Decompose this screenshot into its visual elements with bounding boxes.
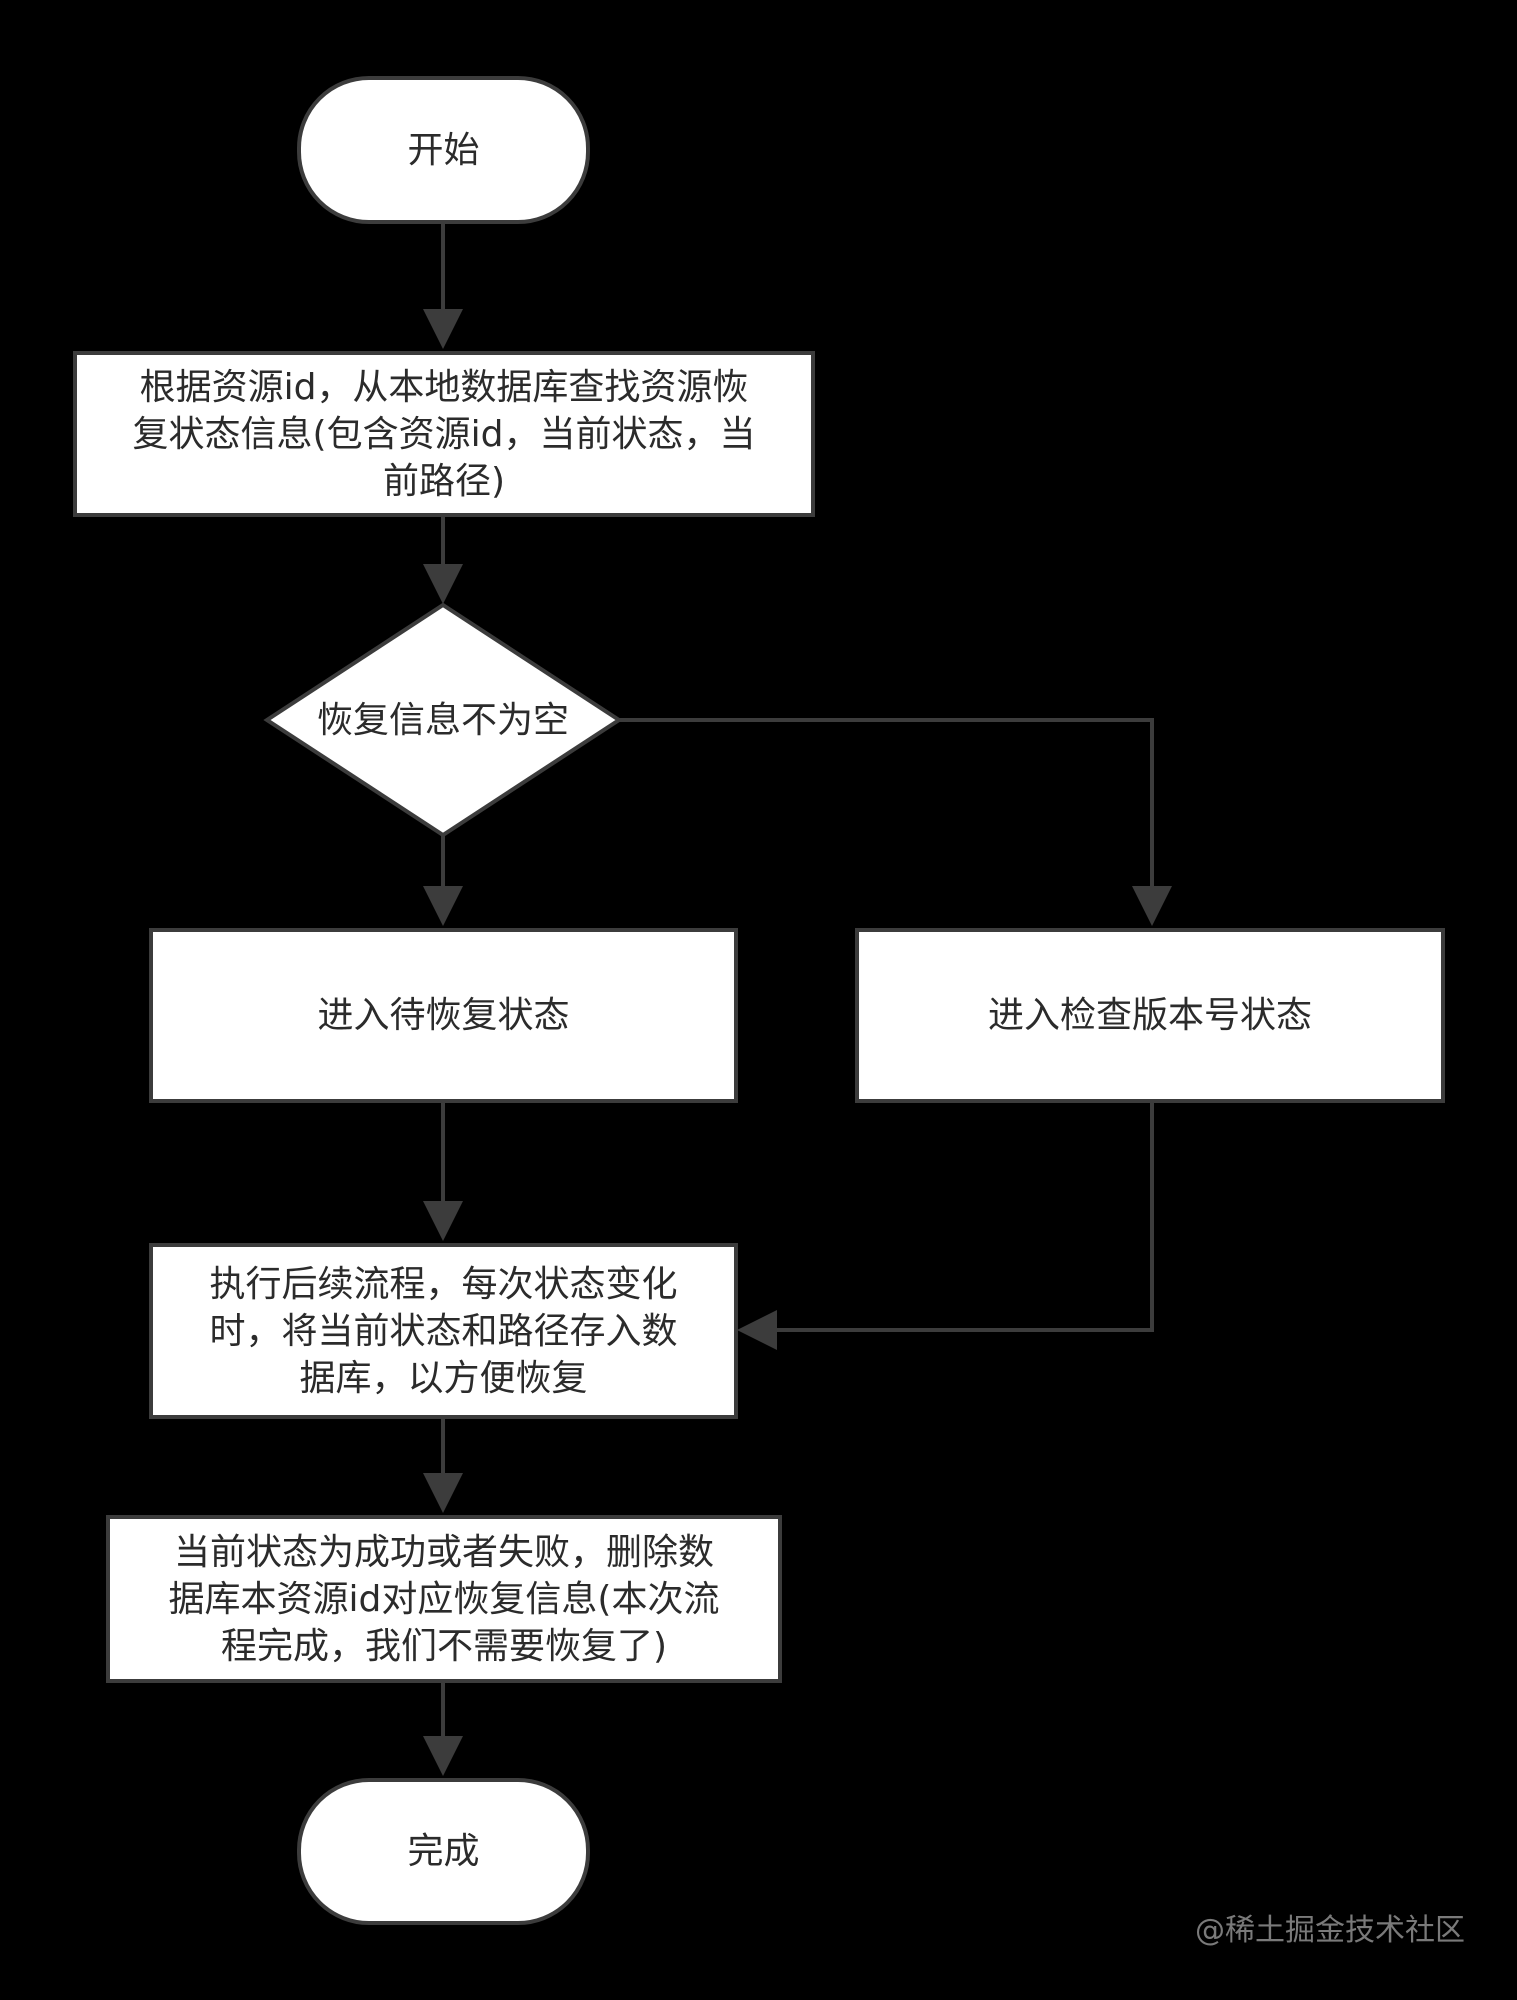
edge-check-version-to-execute: [737, 1103, 1154, 1350]
end-label: 完成: [407, 1831, 480, 1872]
end-node: 完成: [297, 1778, 590, 1925]
wait-restore-state-label: 进入待恢复状态: [317, 995, 570, 1036]
decision-label: 恢复信息不为空: [316, 699, 569, 741]
lookup-recovery-info-label: 根据资源id，从本地数据库查找资源恢 复状态信息(包含资源id，当前状态，当 前…: [132, 366, 756, 502]
cleanup-recovery-info-box: 当前状态为成功或者失败，删除数 据库本资源id对应恢复信息(本次流 程完成，我们…: [106, 1515, 782, 1683]
watermark: @稀土掘金技术社区: [1195, 1913, 1465, 1948]
edge-decision-to-check-version: [619, 718, 1172, 926]
recovery-info-not-empty-decision: 恢复信息不为空: [267, 690, 619, 750]
start-label: 开始: [407, 129, 480, 171]
start-node: 开始: [297, 76, 590, 224]
lookup-recovery-info-box: 根据资源id，从本地数据库查找资源恢 复状态信息(包含资源id，当前状态，当 前…: [73, 351, 815, 517]
cleanup-recovery-info-label: 当前状态为成功或者失败，删除数 据库本资源id对应恢复信息(本次流 程完成，我们…: [168, 1531, 720, 1667]
check-version-state-box: 进入检查版本号状态: [855, 928, 1445, 1103]
execute-flow-box: 执行后续流程，每次状态变化 时，将当前状态和路径存入数 据库，以方便恢复: [149, 1243, 738, 1419]
check-version-state-label: 进入检查版本号状态: [987, 995, 1312, 1036]
wait-restore-state-box: 进入待恢复状态: [149, 928, 738, 1103]
execute-flow-label: 执行后续流程，每次状态变化 时，将当前状态和路径存入数 据库，以方便恢复: [209, 1263, 678, 1399]
